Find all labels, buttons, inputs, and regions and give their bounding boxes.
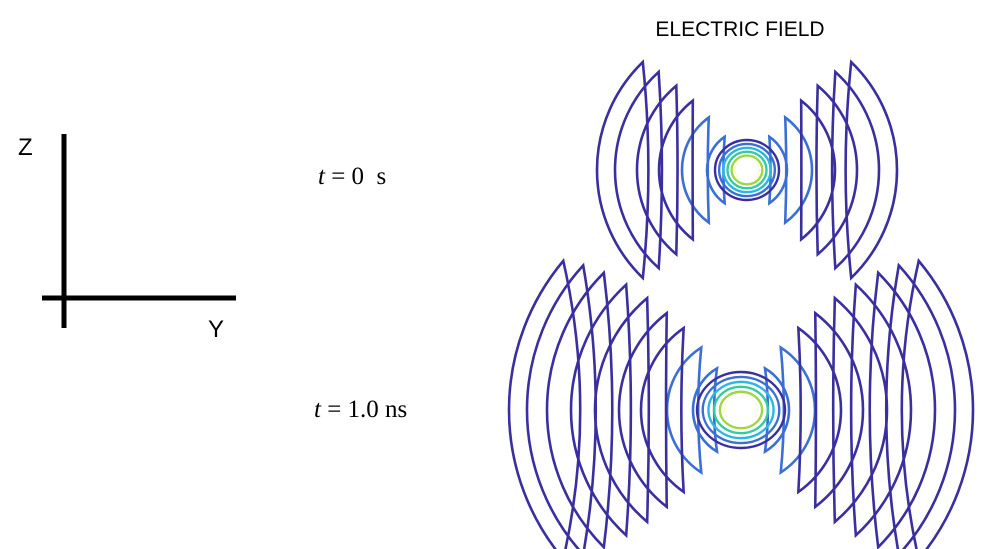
field-core-bottom-contour xyxy=(707,380,775,440)
field-contours-t1 xyxy=(507,258,975,549)
field-lobe xyxy=(617,310,669,510)
time-value: = 0 s xyxy=(324,163,387,190)
field-lobe xyxy=(815,83,859,257)
field-core-top-contour xyxy=(722,146,772,194)
field-core-top-center xyxy=(734,158,760,182)
z-axis-label: Z xyxy=(18,134,33,161)
field-lobe xyxy=(849,281,913,539)
field-lobe xyxy=(635,83,679,257)
figure-title: ELECTRIC FIELD xyxy=(655,18,825,41)
time-label-t0: t = 0 s xyxy=(318,163,386,191)
field-core-bottom-contour xyxy=(695,370,787,450)
field-core-top-contour xyxy=(713,138,781,202)
time-variable: t xyxy=(318,163,325,190)
field-lobe xyxy=(831,295,889,525)
field-core-top-contour xyxy=(726,150,768,190)
y-axis-label: Y xyxy=(208,316,225,343)
field-lobe xyxy=(525,262,598,549)
time-label-t1: t = 1.0 ns xyxy=(314,396,407,424)
field-lobe xyxy=(799,97,837,243)
axes-diagram xyxy=(42,134,236,328)
time-value: = 1.0 ns xyxy=(320,396,408,423)
field-lobe xyxy=(868,270,937,549)
field-lobe xyxy=(680,114,711,226)
field-lobe xyxy=(884,262,957,549)
field-lobe xyxy=(900,258,975,549)
field-core-top-contour xyxy=(717,142,777,198)
field-core-bottom-contour xyxy=(718,390,764,430)
field-core-bottom-contour xyxy=(712,385,770,435)
time-variable: t xyxy=(314,396,321,423)
field-lobe xyxy=(613,69,664,271)
field-lobe xyxy=(796,325,843,495)
field-lobe xyxy=(569,281,633,539)
field-core-bottom-contour xyxy=(701,375,781,445)
field-lobe xyxy=(813,310,865,510)
field-contours-t0 xyxy=(595,59,899,281)
field-lobe xyxy=(507,258,582,549)
field-lobe xyxy=(783,114,814,226)
field-lobe xyxy=(639,325,686,495)
field-core-top-contour xyxy=(730,154,764,186)
field-lobe xyxy=(593,295,651,525)
field-core-bottom-center xyxy=(724,395,758,425)
field-lobe xyxy=(844,59,899,281)
field-lobe xyxy=(545,270,614,549)
field-lobe xyxy=(657,97,695,243)
field-lobe xyxy=(830,69,881,271)
field-lobe xyxy=(595,59,650,281)
